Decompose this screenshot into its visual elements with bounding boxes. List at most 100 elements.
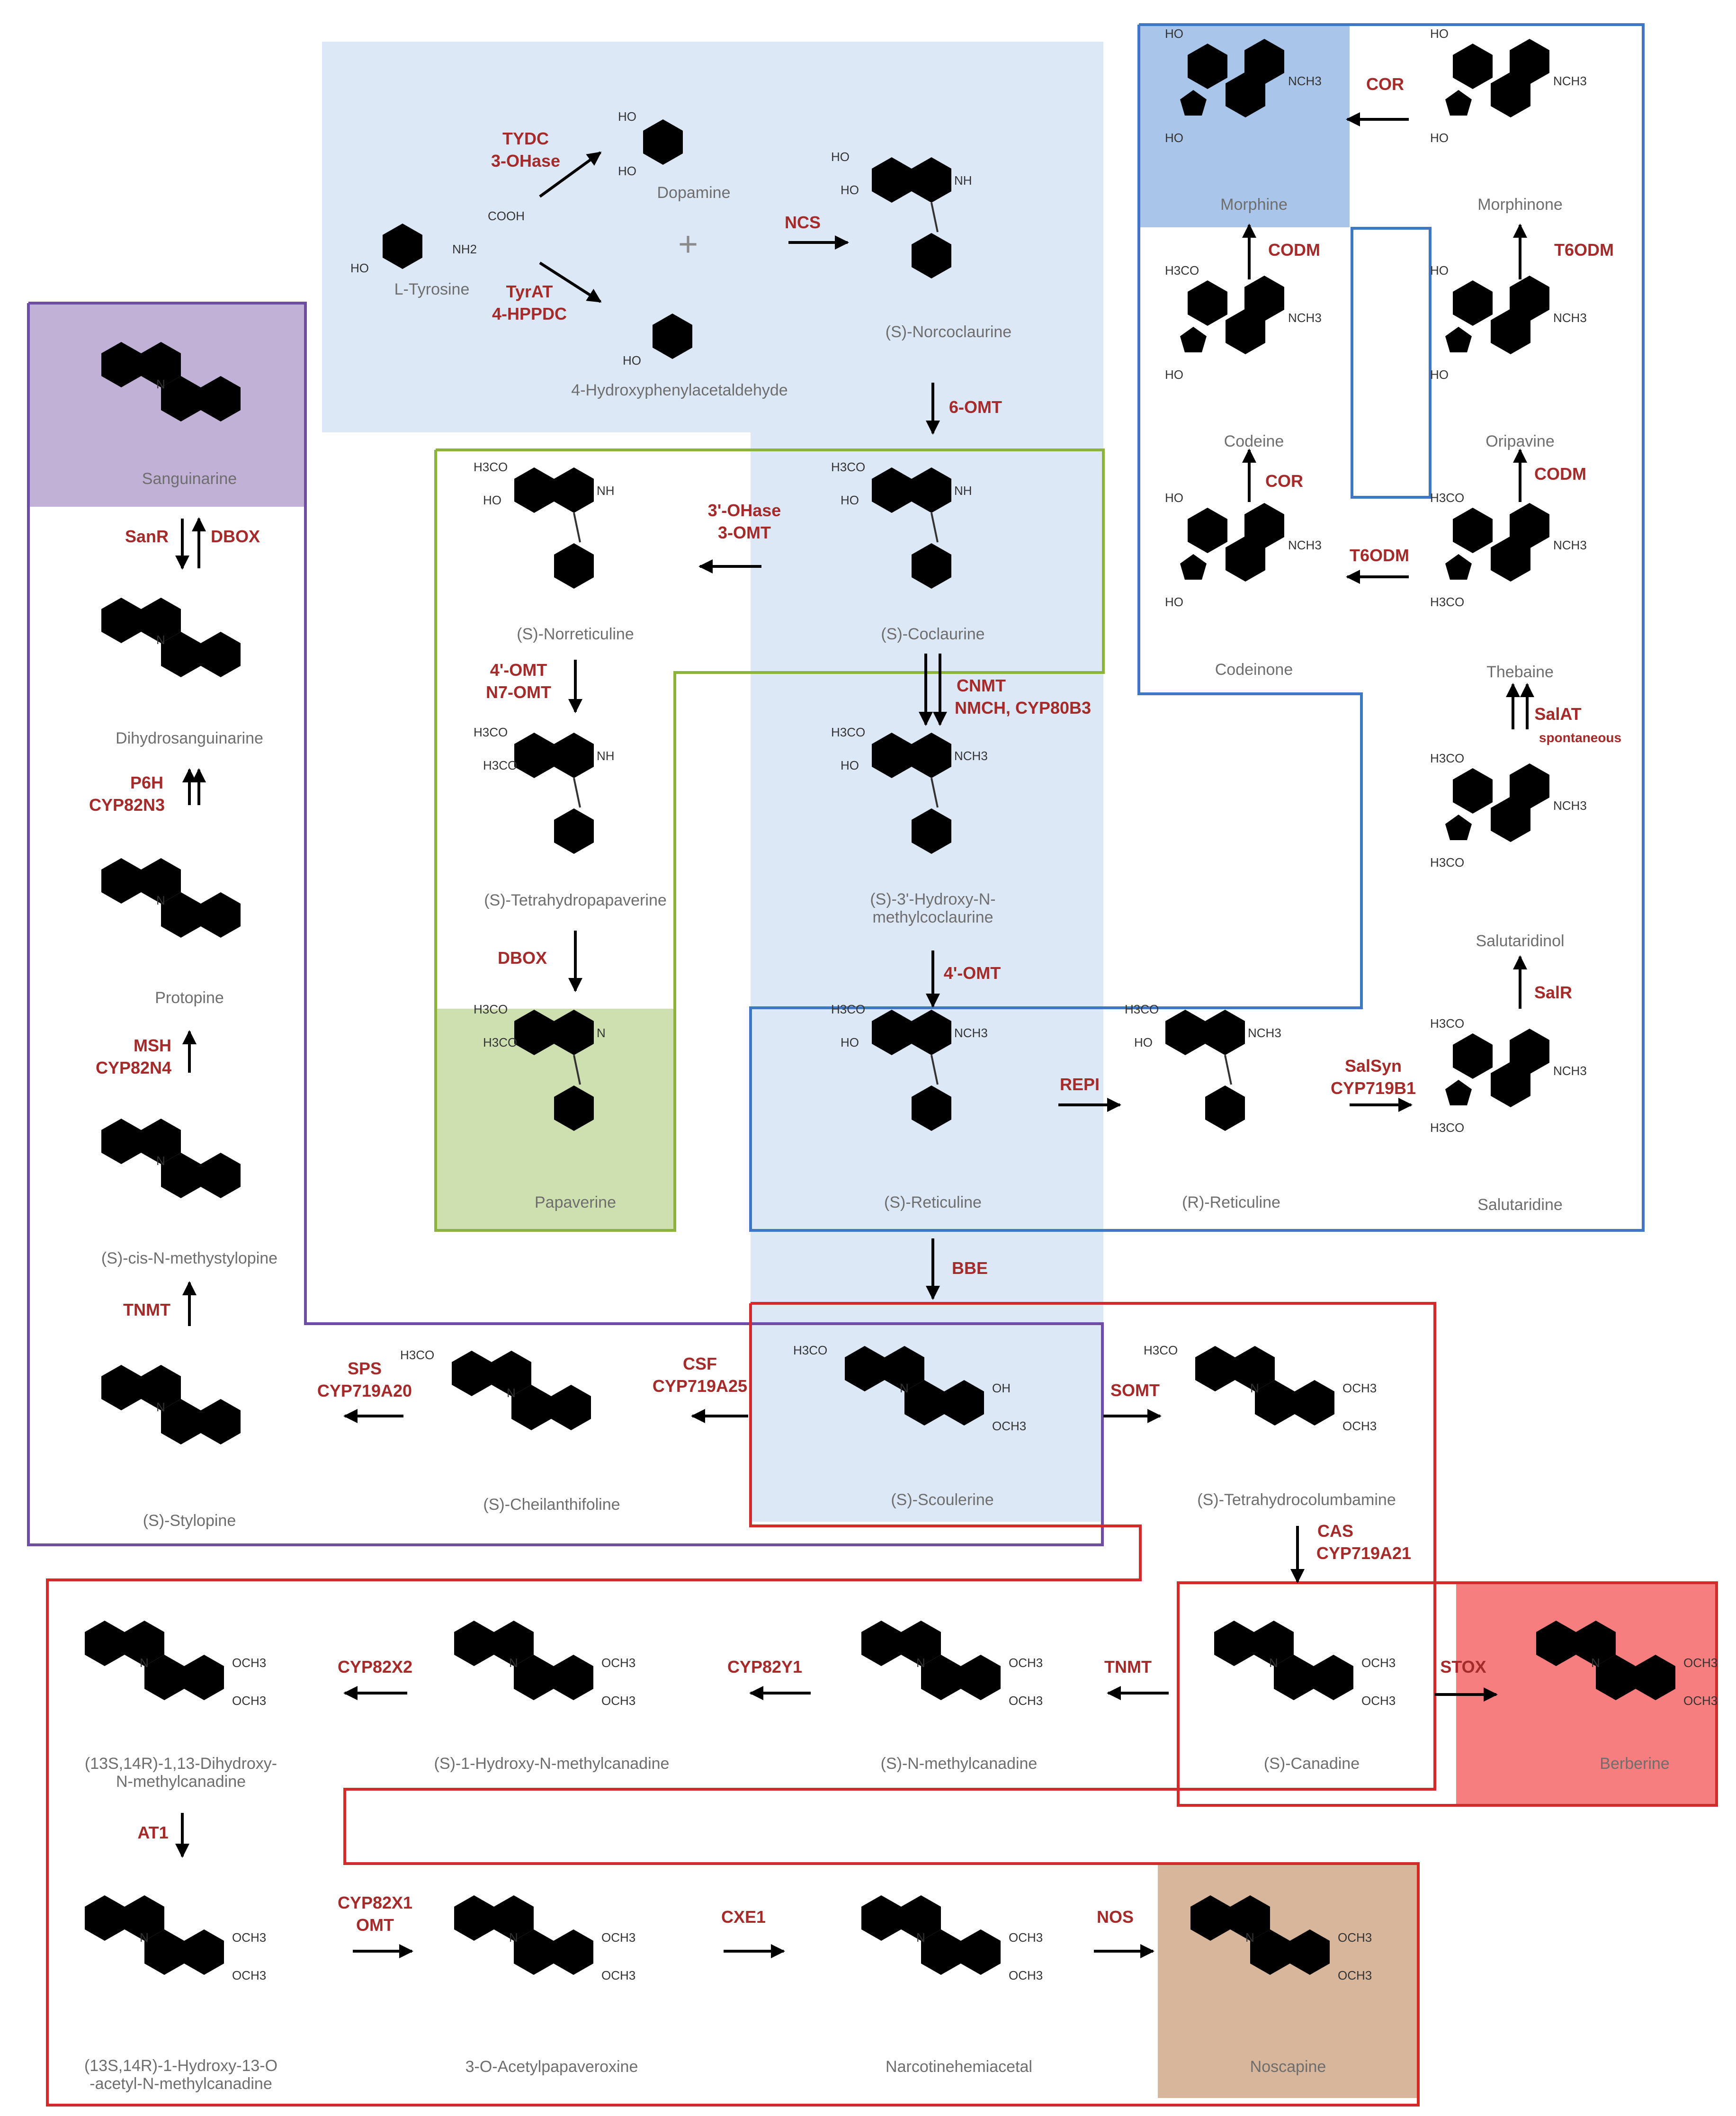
label-hpaa: 4-Hydroxyphenylacetaldehyde bbox=[571, 381, 787, 399]
label-tetrahydropapaverine: (S)-Tetrahydropapaverine bbox=[484, 891, 667, 909]
structure-32-n: N bbox=[1245, 1930, 1254, 1945]
enzyme-codm-morphine: CODM bbox=[1268, 240, 1320, 260]
enzyme-repi: REPI bbox=[1060, 1075, 1100, 1094]
structure-3-ring-a bbox=[514, 733, 554, 778]
structure-27-n: N bbox=[509, 1656, 518, 1670]
structure-31-n: N bbox=[916, 1930, 925, 1945]
enzyme-tydc-1: TYDC bbox=[502, 129, 549, 148]
structure-14-n: NCH3 bbox=[1553, 798, 1587, 813]
structure-2-n: NH bbox=[954, 484, 972, 498]
structure-10-ring-a bbox=[1188, 280, 1227, 326]
enzyme-sps-1: SPS bbox=[348, 1359, 382, 1378]
structure-2-sub2: HO bbox=[841, 493, 859, 507]
structure-12-furan bbox=[1180, 554, 1207, 580]
structure-11-furan bbox=[1445, 327, 1472, 352]
structure-27-ring-d bbox=[554, 1655, 593, 1700]
structure-28-ring-d bbox=[184, 1655, 224, 1700]
label-dihydrosanguinarine: Dihydrosanguinarine bbox=[116, 729, 263, 747]
structure-19-ring-a bbox=[101, 1119, 141, 1164]
structure-1-ring-a bbox=[514, 467, 554, 513]
enzyme-dbox-pap: DBOX bbox=[498, 948, 547, 968]
structure-10-sub-bottom: HO bbox=[1165, 368, 1183, 382]
label-codeinone: Codeinone bbox=[1215, 661, 1293, 679]
structure-12-sub-top: HO bbox=[1165, 491, 1183, 505]
structure-24-sub-r2: OCH3 bbox=[1361, 1694, 1396, 1708]
structure-0-sub2: HO bbox=[841, 183, 859, 197]
label-stylopine: (S)-Stylopine bbox=[143, 1512, 236, 1530]
label-salutaridinol: Salutaridinol bbox=[1476, 932, 1564, 950]
enzyme-4omt-n7-2: N7-OMT bbox=[486, 682, 551, 702]
structure-0-n: NH bbox=[954, 173, 972, 188]
arrows bbox=[175, 112, 1534, 1958]
structure-31-sub-r2: OCH3 bbox=[1009, 1968, 1043, 1982]
enzyme-labels: TYDC 3-OHase TyrAT 4-HPPDC NCS 6-OMT 3'-… bbox=[89, 74, 1621, 1935]
structure-19-ring-d bbox=[201, 1153, 241, 1198]
label-acetylpapaveroxine: 3-O-Acetylpapaveroxine bbox=[465, 2058, 638, 2076]
structure-28-sub-r2: OCH3 bbox=[232, 1694, 266, 1708]
enzyme-cyp82x2: CYP82X2 bbox=[338, 1657, 412, 1677]
structure-26-ring-a bbox=[861, 1621, 901, 1666]
structure-4-bridge bbox=[573, 1055, 581, 1085]
enzyme-cnmt-1: CNMT bbox=[957, 676, 1006, 695]
enzyme-at1: AT1 bbox=[137, 1823, 168, 1842]
structure-27-ring-a bbox=[454, 1621, 494, 1666]
enzyme-codm-oripavine: CODM bbox=[1534, 464, 1586, 484]
enzyme-3ohase-2: 3-OMT bbox=[718, 523, 771, 542]
label-codeine: Codeine bbox=[1224, 432, 1284, 450]
label-papaverine: Papaverine bbox=[535, 1193, 616, 1211]
structure-6-bridge bbox=[931, 1055, 939, 1085]
structure-1-ring-c bbox=[554, 543, 594, 589]
structure-13-n: NCH3 bbox=[1553, 538, 1587, 552]
structure-7-ring-c bbox=[1205, 1085, 1245, 1131]
label-thebaine: Thebaine bbox=[1486, 663, 1554, 681]
purple-region-border bbox=[27, 302, 1104, 1546]
structure-15-sub-bottom: H3CO bbox=[1430, 1121, 1464, 1135]
label-acetyl-methylcanadine-2: -acetyl-N-methylcanadine bbox=[89, 2075, 272, 2093]
label-oripavine: Oripavine bbox=[1485, 432, 1555, 450]
label-cis-methylstylopine: (S)-cis-N-methystylopine bbox=[101, 1249, 277, 1267]
structure-2-sub1: H3CO bbox=[831, 460, 865, 474]
enzyme-salat: SalAT bbox=[1534, 704, 1581, 724]
structure-22-sub-left: H3CO bbox=[793, 1343, 827, 1357]
structure-0-bridge bbox=[931, 202, 939, 233]
enzyme-dbox-sang: DBOX bbox=[211, 527, 260, 546]
structure-9-n: NCH3 bbox=[1553, 74, 1587, 88]
enzyme-cas-1: CAS bbox=[1317, 1521, 1353, 1541]
structure-9-furan bbox=[1445, 90, 1472, 116]
blue-morphine-region-border bbox=[749, 23, 1645, 1232]
structure-20-ring-a bbox=[101, 1365, 141, 1410]
enzyme-nos: NOS bbox=[1097, 1907, 1134, 1927]
structure-26-sub-r2: OCH3 bbox=[1009, 1694, 1043, 1708]
label-protopine: Protopine bbox=[155, 989, 224, 1007]
enzyme-sps-2: CYP719A20 bbox=[317, 1381, 412, 1400]
red-scoulerine-border bbox=[751, 1302, 1436, 1791]
structure-17-n: N bbox=[156, 633, 165, 647]
label-hydroxy-methylcoclaurine-1: (S)-3'-Hydroxy-N- bbox=[870, 890, 995, 908]
structure-21-n: N bbox=[507, 1386, 516, 1400]
enzyme-somt: SOMT bbox=[1110, 1381, 1160, 1400]
label-noscapine: Noscapine bbox=[1250, 2058, 1326, 2076]
label-r-reticuline: (R)-Reticuline bbox=[1182, 1193, 1280, 1211]
enzyme-msh-1: MSH bbox=[134, 1036, 171, 1055]
structure-3-ring-b bbox=[554, 733, 594, 778]
arrow-tydc bbox=[539, 151, 602, 198]
structure-14-sub-bottom: H3CO bbox=[1430, 855, 1464, 870]
structure-29-ring-a bbox=[85, 1895, 125, 1941]
enzyme-msh-2: CYP82N4 bbox=[96, 1058, 171, 1077]
structure-18-ring-a bbox=[101, 858, 141, 904]
structure-28-sub-r1: OCH3 bbox=[232, 1656, 266, 1670]
structure-26-n: N bbox=[916, 1656, 925, 1670]
structure-15-n: NCH3 bbox=[1553, 1064, 1587, 1078]
label-dopamine: Dopamine bbox=[657, 184, 731, 202]
structure-20-ring-d bbox=[201, 1399, 241, 1444]
structure-10-sub-top: H3CO bbox=[1165, 263, 1199, 278]
enzyme-tnmt-sty: TNMT bbox=[123, 1300, 170, 1319]
structure-23-sub-r1: OCH3 bbox=[1342, 1381, 1377, 1395]
structure-30-sub-r2: OCH3 bbox=[601, 1968, 635, 1982]
structure-24-sub-r1: OCH3 bbox=[1361, 1656, 1396, 1670]
structure-11-ring-a bbox=[1453, 280, 1493, 326]
structure-23-sub-left: H3CO bbox=[1144, 1343, 1178, 1357]
structure-9-sub-top: HO bbox=[1430, 27, 1449, 41]
